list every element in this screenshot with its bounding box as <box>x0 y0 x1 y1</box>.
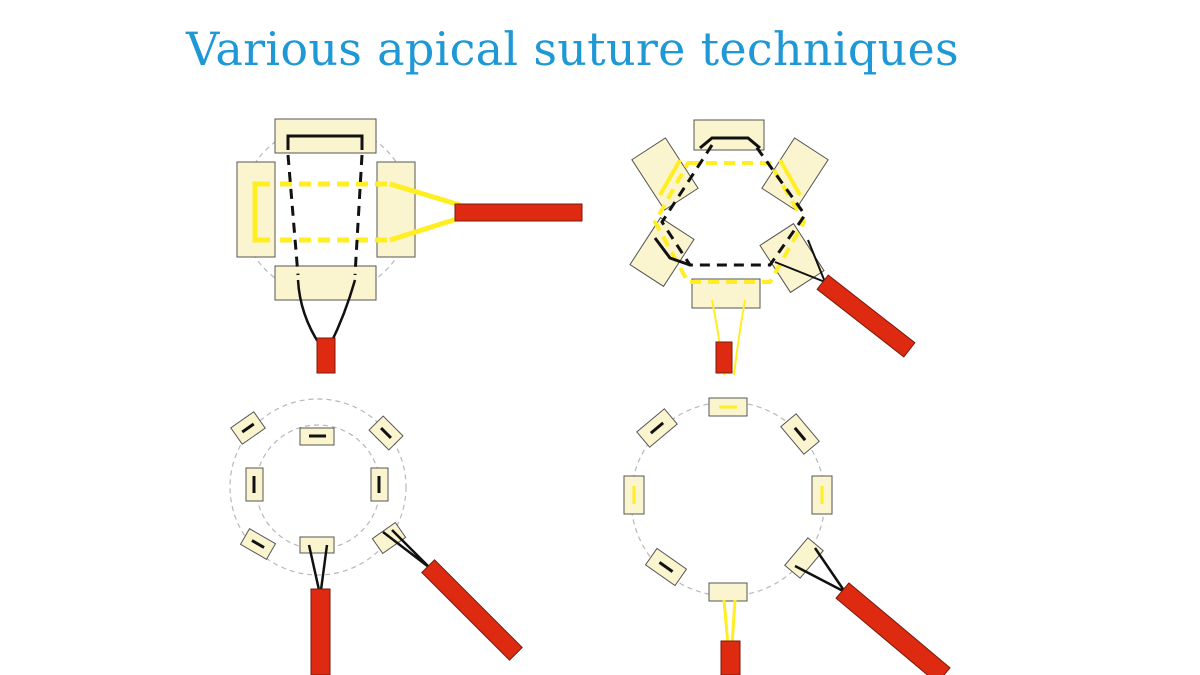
hexagonal-pledget-technique <box>629 119 916 376</box>
yellow-suture-corners <box>658 159 802 196</box>
square-pledget-technique <box>236 118 583 374</box>
apex-ring-outer <box>229 398 407 576</box>
pledget-bottom <box>708 582 748 602</box>
stitch <box>379 426 393 440</box>
cannula-bottom <box>715 341 733 374</box>
cannula-bottom <box>316 337 336 374</box>
yellow-suture-hexagon <box>652 161 807 284</box>
stitch <box>241 422 255 434</box>
black-suture-dashed <box>286 154 364 276</box>
cannula-bottom <box>310 588 331 675</box>
cannula-right <box>454 203 583 222</box>
pledget-lower-right-group <box>784 537 824 579</box>
yellow-suture-dashed <box>280 181 390 243</box>
black-suture-top <box>699 136 761 150</box>
cannula-diagonal <box>835 582 951 675</box>
pledget-top <box>693 119 765 151</box>
pledget-upper-left-group <box>230 411 266 445</box>
pledget-upper-right <box>761 137 829 211</box>
pledget <box>784 537 824 579</box>
slide-title: Various apical suture techniques <box>186 22 959 76</box>
interrupted-pledget-ring-technique <box>229 398 523 675</box>
black-suture-tails <box>794 547 847 594</box>
stitch <box>649 421 665 435</box>
pledget-upper-left-group <box>636 408 678 448</box>
pledget-lower-left-group <box>239 528 277 560</box>
black-suture-tails <box>307 544 329 591</box>
yellow-suture-tails <box>722 599 737 646</box>
black-suture-tails-right <box>382 529 431 569</box>
pledget-lower-left <box>629 216 695 288</box>
yellow-suture-tails <box>389 181 461 243</box>
cannula-diagonal <box>421 559 523 661</box>
cannula-bottom <box>720 640 741 675</box>
pledget-upper-right-group <box>368 415 404 451</box>
pledget-upper-right-group <box>780 413 820 455</box>
stitch <box>658 561 674 573</box>
black-suture-top <box>286 134 364 150</box>
stitch <box>793 426 807 442</box>
pledget-bottom <box>299 536 335 554</box>
cannula-diagonal <box>816 274 916 358</box>
yellow-suture-left <box>252 181 270 243</box>
pledget-upper-left <box>631 137 699 211</box>
pledget-lower-left-group <box>644 547 688 587</box>
black-suture-corner <box>653 237 691 267</box>
pledget-bottom <box>274 265 377 301</box>
alternating-interrupted-pledget-ring-technique <box>623 397 951 675</box>
pledget-right <box>376 161 416 258</box>
black-suture-tails <box>774 239 826 283</box>
stitch <box>251 539 265 549</box>
black-suture-dashed <box>660 144 807 267</box>
